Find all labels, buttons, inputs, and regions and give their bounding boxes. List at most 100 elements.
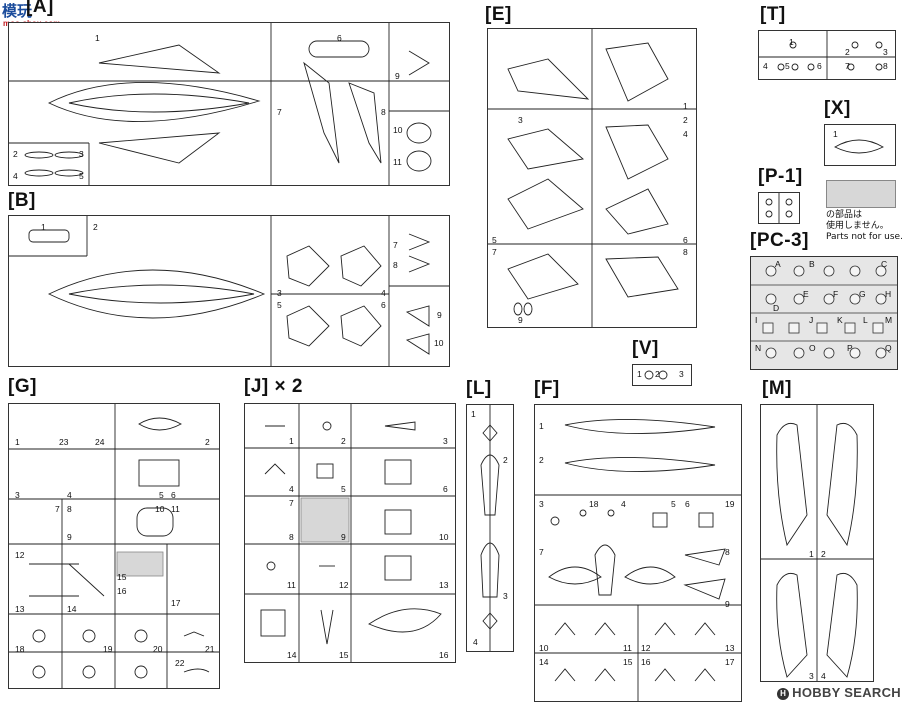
part-t-7: 7 <box>845 61 850 71</box>
sprue-a: 1 2 3 4 5 6 7 8 9 10 11 <box>8 22 450 186</box>
part-pc3-m: M <box>885 315 893 325</box>
part-a-4: 4 <box>13 171 18 181</box>
part-g-16: 16 <box>117 586 127 596</box>
part-j-12: 12 <box>339 580 349 590</box>
part-g-10: 10 <box>155 504 165 514</box>
part-f-11: 11 <box>623 643 632 653</box>
part-g-15: 15 <box>117 572 127 582</box>
part-j-4: 4 <box>289 484 294 494</box>
part-g-14: 14 <box>67 604 77 614</box>
part-t-3: 3 <box>883 47 888 57</box>
parts-not-used-note: の部品は 使用しません。 Parts not for use. <box>826 210 903 243</box>
part-b-4: 4 <box>381 288 386 298</box>
sprue-l: 1 2 3 4 <box>466 404 514 652</box>
part-g-11: 11 <box>171 504 180 514</box>
part-f-4: 4 <box>621 499 626 509</box>
part-pc3-p: P <box>847 343 853 353</box>
part-b-6: 6 <box>381 300 386 310</box>
sprue-p1-drawing <box>765 193 793 223</box>
part-pc3-l: L <box>863 315 868 325</box>
part-g-22: 22 <box>175 658 185 668</box>
part-j-3: 3 <box>443 436 448 446</box>
part-pc3-n: N <box>755 343 762 353</box>
part-f-16: 16 <box>641 657 651 667</box>
part-x-1: 1 <box>833 129 838 139</box>
part-j-14: 14 <box>287 650 297 660</box>
part-t-2: 2 <box>845 47 850 57</box>
hobby-search-logo-icon: H <box>777 688 790 700</box>
part-pc3-k: K <box>837 315 843 325</box>
part-b-8: 8 <box>393 260 398 270</box>
part-g-20a: 20 <box>153 644 163 654</box>
part-f-19: 19 <box>725 499 735 509</box>
part-m-4: 4 <box>821 671 826 681</box>
part-a-2: 2 <box>13 149 18 159</box>
part-pc3-b: B <box>809 259 815 269</box>
part-a-1: 1 <box>95 33 100 43</box>
sprue-e: 1 2 3 4 5 6 7 8 9 <box>487 28 697 328</box>
part-g-8: 8 <box>67 504 72 514</box>
part-j-2: 2 <box>341 436 346 446</box>
part-j-1: 1 <box>289 436 294 446</box>
part-l-4: 4 <box>473 637 478 647</box>
sprue-label-m: [M] <box>762 378 792 399</box>
sprue-label-t: [T] <box>760 4 786 25</box>
part-pc3-q: Q <box>885 343 892 353</box>
part-f-18: 18 <box>589 499 599 509</box>
sprue-pc3: A B C D E F G H I J K L M N O P Q <box>750 256 898 370</box>
part-e-4: 4 <box>683 129 688 139</box>
part-pc3-d: D <box>773 303 780 313</box>
part-pc3-i: I <box>755 315 758 325</box>
part-t-5: 5 <box>785 61 790 71</box>
part-e-1: 1 <box>683 101 688 111</box>
sprue-a-drawing <box>9 23 449 185</box>
sprue-e-drawing <box>488 29 696 327</box>
part-b-9: 9 <box>437 310 442 320</box>
part-pc3-o: O <box>809 343 816 353</box>
sprue-v: 1 2 3 <box>632 364 692 386</box>
part-l-3: 3 <box>503 591 508 601</box>
sprue-l-drawing <box>480 405 500 651</box>
part-t-8: 8 <box>883 61 888 71</box>
part-f-7: 7 <box>539 547 544 557</box>
sprue-label-p1: [P-1] <box>758 166 803 187</box>
part-f-10: 10 <box>539 643 549 653</box>
sprue-g: 1 2 3 4 5 6 7 8 9 10 11 12 13 14 15 16 1… <box>8 403 220 689</box>
sprue-label-l: [L] <box>466 378 492 399</box>
part-pc3-a: A <box>775 259 781 269</box>
note-en: Parts not for use. <box>826 232 903 242</box>
part-pc3-g: G <box>859 289 866 299</box>
part-e-9: 9 <box>518 315 523 325</box>
not-used-swatch <box>826 180 896 208</box>
sprue-x: 1 <box>824 124 896 166</box>
part-v-2: 2 <box>655 369 660 379</box>
part-a-7: 7 <box>277 107 282 117</box>
part-b-7: 7 <box>393 240 398 250</box>
part-a-5: 5 <box>79 171 84 181</box>
part-g-7: 7 <box>55 504 60 514</box>
part-f-8: 8 <box>725 547 730 557</box>
part-pc3-e: E <box>803 289 809 299</box>
hobby-search-text: HOBBY SEARCH <box>792 685 901 700</box>
part-l-1: 1 <box>471 409 476 419</box>
sprue-label-v: [V] <box>632 338 659 359</box>
sprue-j: 1 2 3 4 5 6 7 8 9 10 11 12 13 14 15 16 <box>244 403 456 663</box>
part-j-5: 5 <box>341 484 346 494</box>
part-g-19a: 19 <box>103 644 113 654</box>
part-j-6: 6 <box>443 484 448 494</box>
sprue-t-drawing <box>759 31 895 79</box>
sprue-b-drawing <box>9 216 449 366</box>
sprue-m: 1 2 3 4 <box>760 404 874 682</box>
part-g-12: 12 <box>15 550 25 560</box>
sprue-p1 <box>758 192 800 224</box>
sprue-t: 1 2 3 4 5 6 7 8 <box>758 30 896 80</box>
part-g-5: 5 <box>159 490 164 500</box>
part-e-8: 8 <box>683 247 688 257</box>
part-b-5: 5 <box>277 300 282 310</box>
note-jp-line-1: の部品は <box>826 210 863 220</box>
part-g-3: 3 <box>15 490 20 500</box>
sprue-b: 1 2 3 4 5 6 7 8 9 10 <box>8 215 450 367</box>
part-g-4: 4 <box>67 490 72 500</box>
part-f-1: 1 <box>539 421 544 431</box>
